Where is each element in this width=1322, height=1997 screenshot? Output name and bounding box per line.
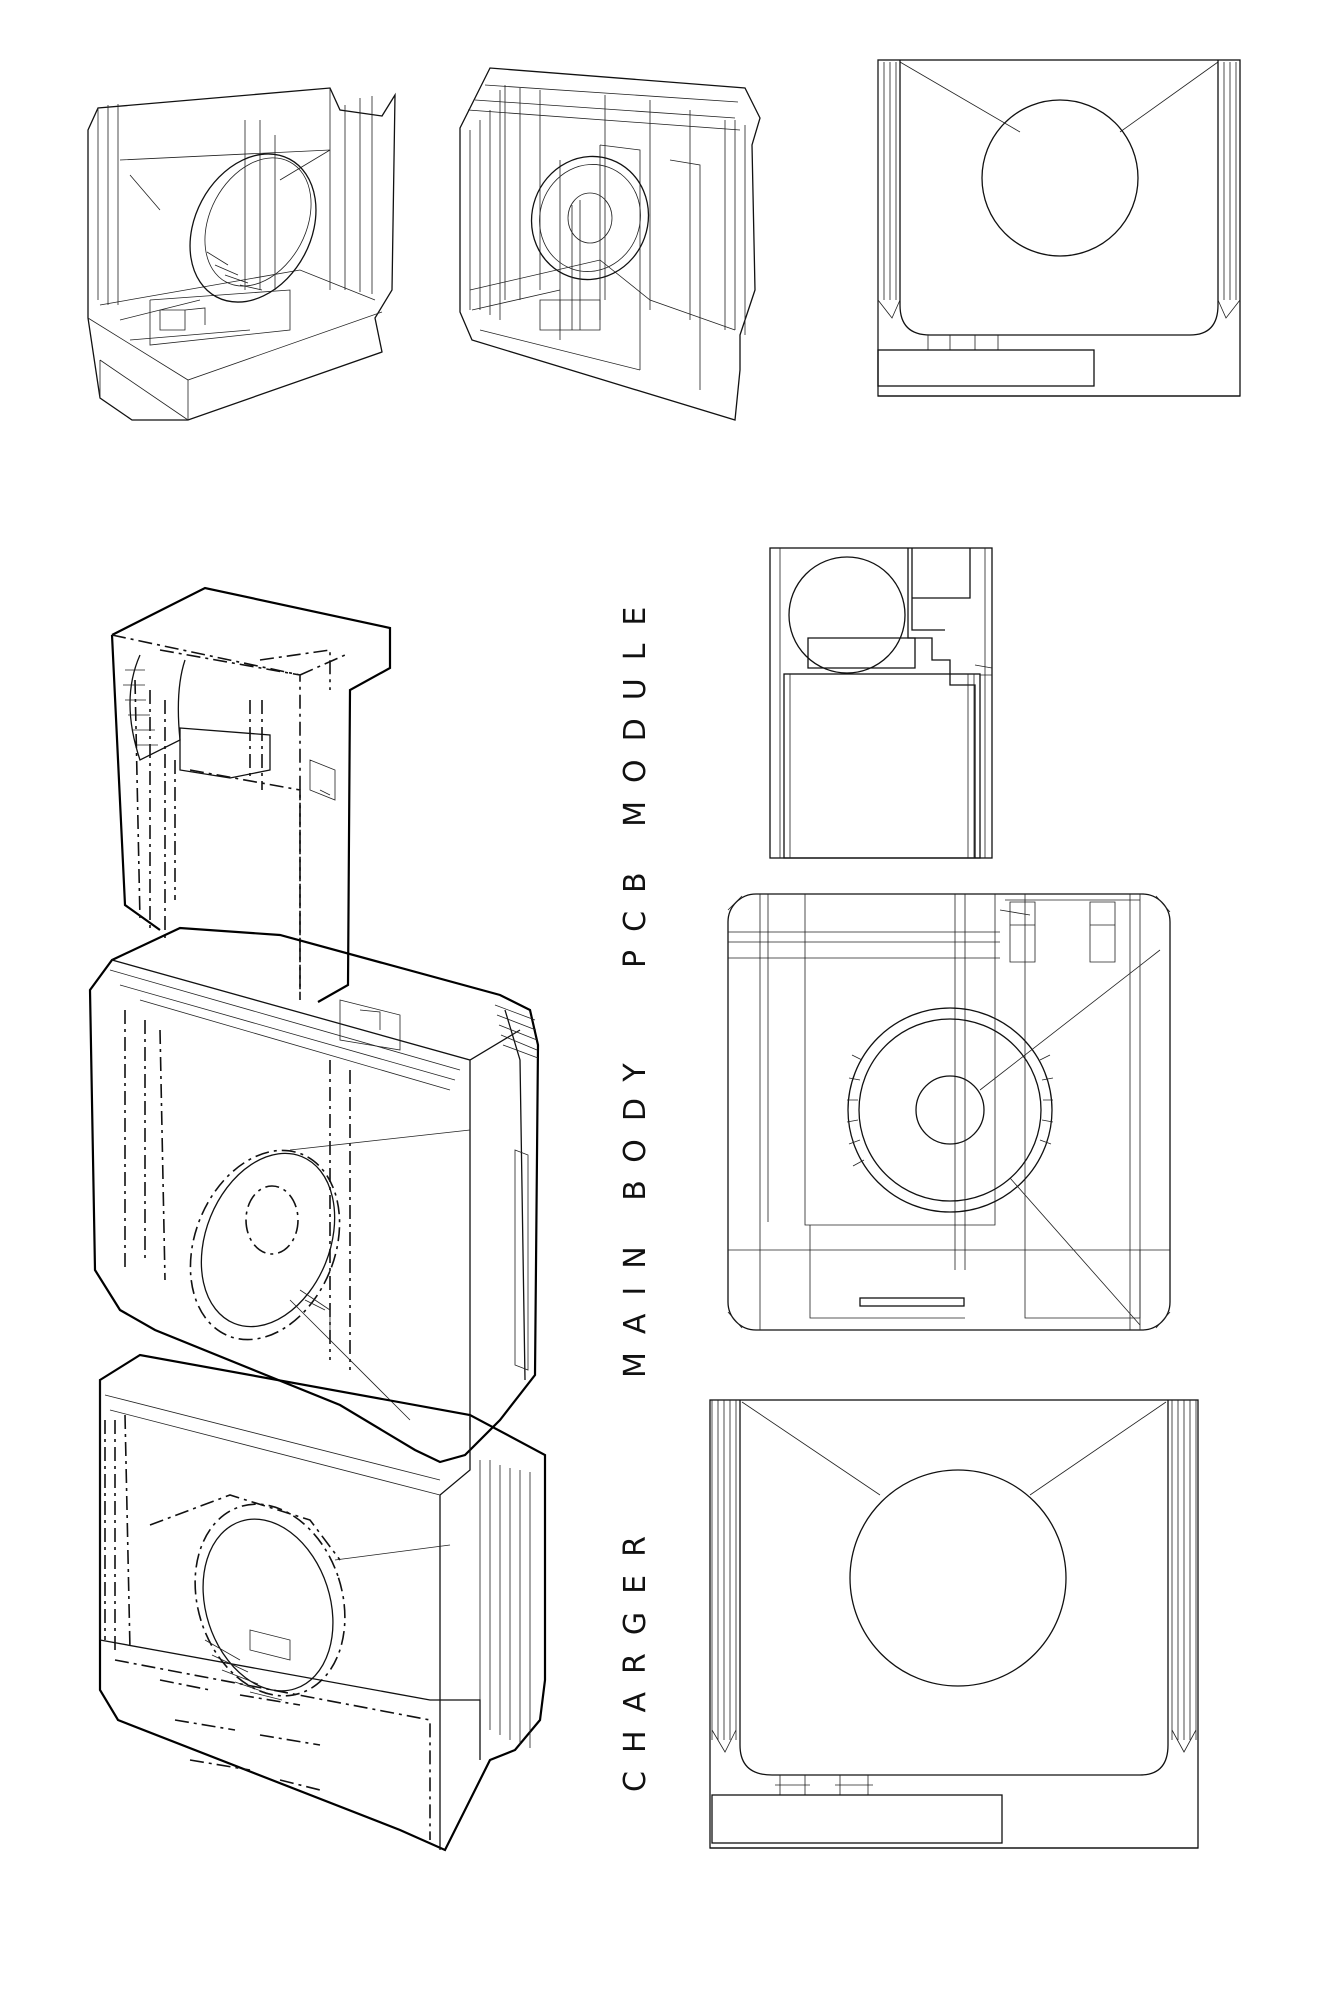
charger-label: CHARGER	[618, 1518, 653, 1792]
main-body-wireframe-isometric	[459, 67, 761, 421]
charger-front-view-large	[709, 1399, 1199, 1849]
main-body-front-view	[727, 893, 1171, 1331]
pcb-module-isometric	[110, 586, 392, 1003]
pcb-module-top-view	[769, 547, 993, 859]
main-body-isometric	[88, 926, 540, 1464]
main-body-label: MAIN BODY	[618, 1045, 653, 1378]
charger-front-view	[877, 59, 1241, 397]
charger-wireframe-isometric	[87, 87, 396, 421]
charger-isometric	[98, 1353, 547, 1852]
pcb-module-label: PCB MODULE	[618, 588, 653, 968]
